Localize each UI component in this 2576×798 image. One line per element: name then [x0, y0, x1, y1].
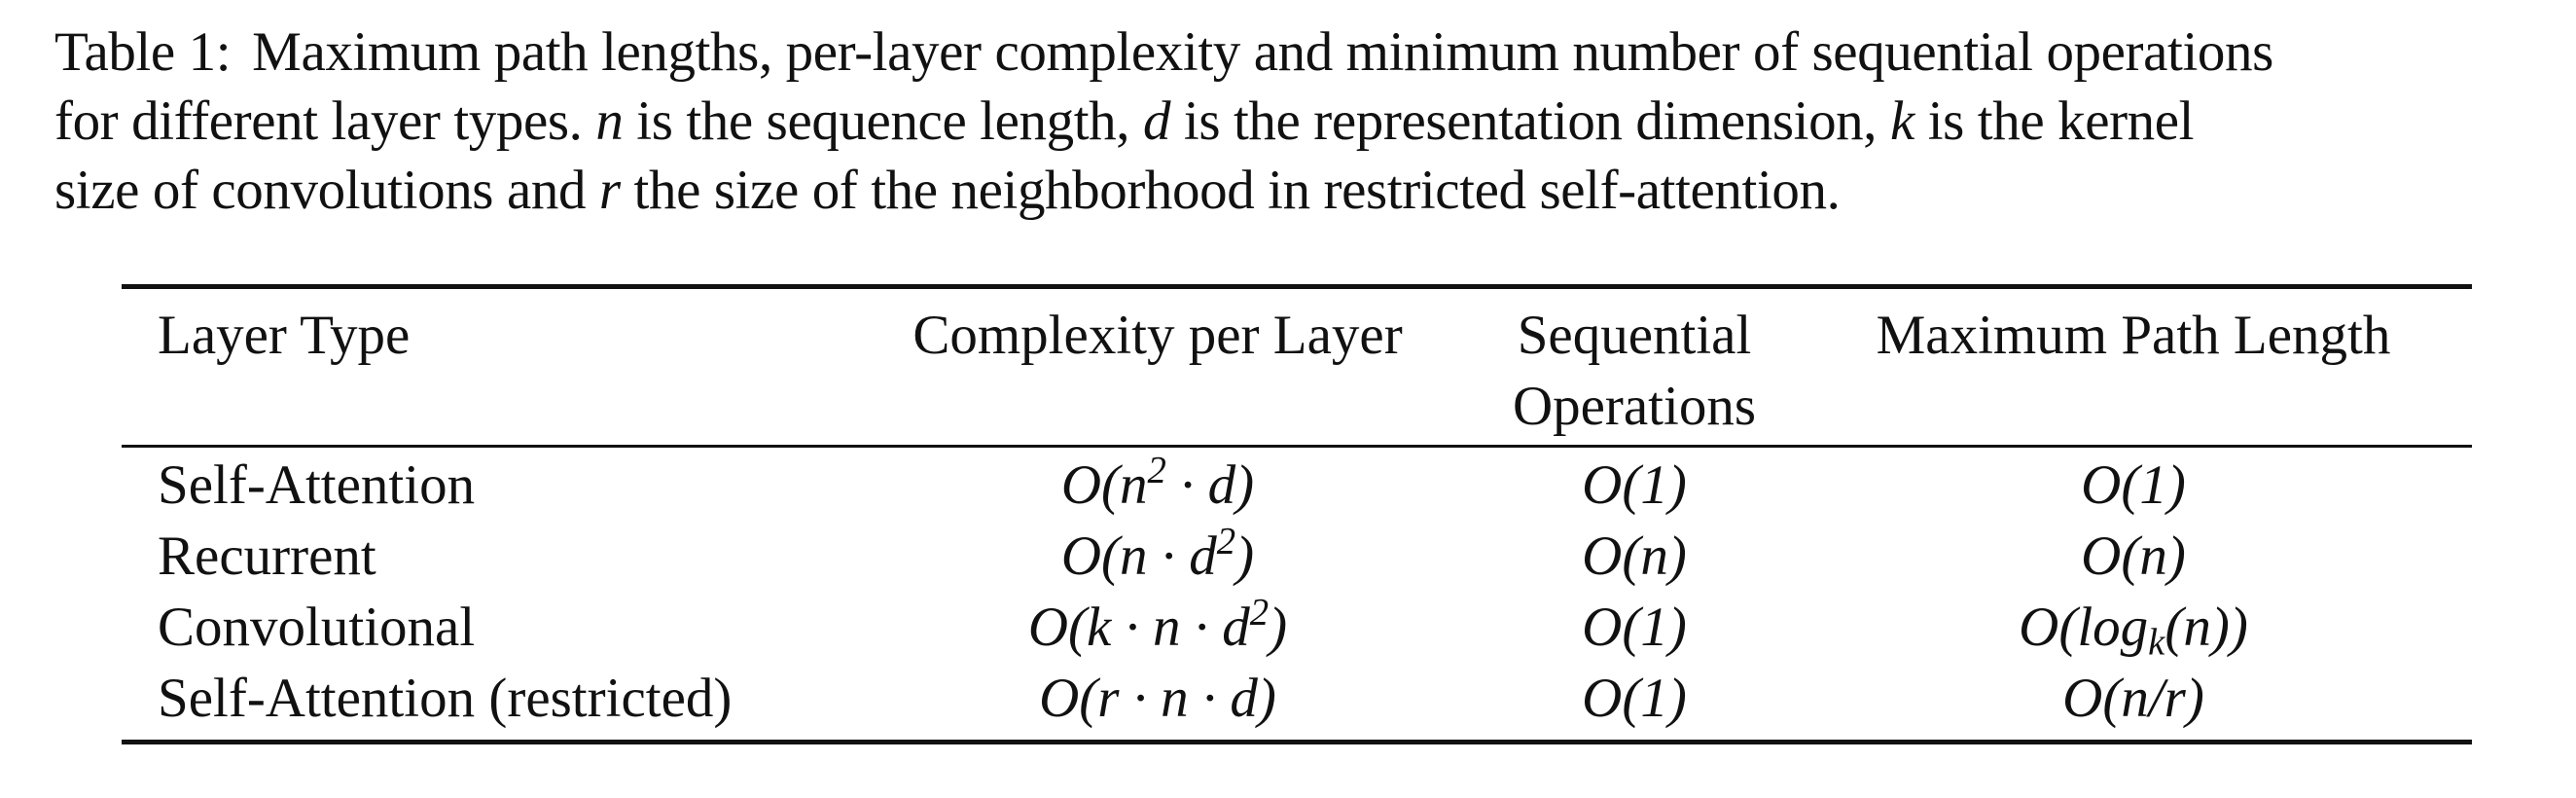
path-length-cell: O(logk(n)): [2019, 597, 2248, 664]
column-header-layer-type: Layer Type: [158, 305, 411, 366]
caption-variable: d: [1142, 91, 1171, 152]
caption-line-1: Table 1: Maximum path lengths, per-layer …: [54, 18, 2545, 87]
table-header-row: Layer Type Complexity per Layer Sequenti…: [122, 289, 2472, 445]
caption-variable: r: [598, 160, 621, 221]
path-length-cell: O(1): [2081, 454, 2186, 516]
table-header-rule: [122, 445, 2472, 448]
caption-variable: k: [1889, 91, 1914, 152]
caption-text: for different layer types.: [54, 91, 596, 152]
table-row: Convolutional O(k · n · d2) O(1) O(logk(…: [122, 592, 2472, 663]
column-header-sequential-operations: Sequential Operations: [1512, 305, 1757, 437]
caption-text: is the sequence length,: [623, 91, 1143, 152]
complexity-cell: O(k · n · d2): [1027, 591, 1288, 658]
table-body: Self-Attention O(n2 · d) O(1) O(1) Recur…: [122, 448, 2472, 740]
caption-variable: n: [595, 91, 624, 152]
path-length-cell: O(n/r): [2062, 668, 2204, 729]
caption-line-2: for different layer types. n is the sequ…: [54, 87, 2545, 156]
column-header-complexity: Complexity per Layer: [912, 305, 1403, 366]
table-caption: Table 1: Maximum path lengths, per-layer …: [54, 18, 2545, 225]
layer-type-cell: Convolutional: [158, 597, 476, 658]
table-row: Self-Attention (restricted) O(r · n · d)…: [122, 663, 2472, 734]
complexity-cell: O(r · n · d): [1039, 668, 1276, 729]
caption-label: Table 1:: [54, 21, 232, 83]
layer-type-cell: Recurrent: [158, 526, 376, 587]
table-row: Self-Attention O(n2 · d) O(1) O(1): [122, 450, 2472, 521]
caption-line-3: size of convolutions and r the size of t…: [54, 156, 2545, 225]
sequential-operations-cell: O(1): [1582, 597, 1687, 658]
caption-text: size of convolutions and: [54, 160, 599, 221]
layer-type-cell: Self-Attention (restricted): [158, 668, 733, 729]
path-length-cell: O(n): [2081, 526, 2186, 587]
complexity-cell: O(n2 · d): [1060, 449, 1255, 516]
table-bottom-rule: [122, 740, 2472, 744]
caption-text: Maximum path lengths, per-layer complexi…: [252, 21, 2273, 83]
caption-text: is the kernel: [1914, 91, 2195, 152]
table-top-rule: [122, 284, 2472, 289]
table-row: Recurrent O(n · d2) O(n) O(n): [122, 521, 2472, 592]
complexity-cell: O(n · d2): [1060, 520, 1255, 587]
sequential-operations-cell: O(1): [1582, 454, 1687, 516]
column-header-max-path-length: Maximum Path Length: [1876, 305, 2391, 366]
layer-type-cell: Self-Attention: [158, 454, 476, 516]
caption-text: is the representation dimension,: [1170, 91, 1890, 152]
sequential-operations-cell: O(1): [1582, 668, 1687, 729]
caption-text: the size of the neighborhood in restrict…: [620, 160, 1841, 221]
sequential-operations-cell: O(n): [1582, 526, 1687, 587]
complexity-table: Layer Type Complexity per Layer Sequenti…: [122, 284, 2472, 744]
